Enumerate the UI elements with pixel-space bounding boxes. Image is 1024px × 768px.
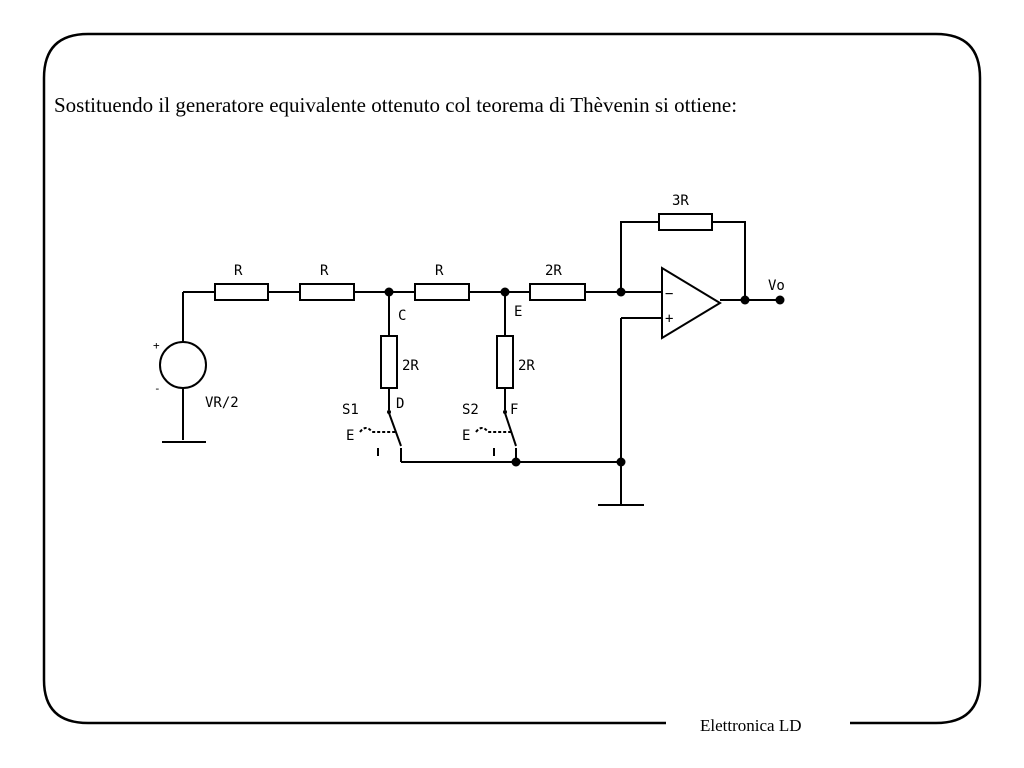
junction-c: [384, 287, 394, 297]
label-r1: R: [234, 263, 243, 279]
label-switch-1-control: E: [346, 428, 354, 444]
label-node-e: E: [514, 304, 522, 320]
resistor-r2: [299, 283, 355, 301]
label-source: VR/2: [205, 395, 239, 411]
label-r-shunt-e: 2R: [518, 358, 535, 374]
label-opamp-plus: +: [665, 311, 673, 327]
label-node-d: D: [396, 396, 404, 412]
resistor-feedback: [658, 213, 713, 231]
switch-2-pivot: [503, 410, 507, 414]
label-r2: R: [320, 263, 329, 279]
bottom-bus: [401, 317, 662, 505]
intro-text: Sostituendo il generatore equivalente ot…: [54, 93, 738, 117]
label-source-plus: +: [153, 339, 160, 352]
resistor-r3: [414, 283, 470, 301]
label-source-minus: -: [154, 382, 161, 395]
resistor-shunt-e: [496, 335, 514, 389]
voltage-source: [159, 341, 207, 389]
switch-1-actuator: [359, 427, 396, 433]
resistor-shunt-c: [380, 335, 398, 389]
label-output: Vo: [768, 278, 785, 294]
switch-2-blade: [493, 412, 517, 462]
label-r3: R: [435, 263, 444, 279]
junction-output: [740, 295, 750, 305]
label-r-shunt-c: 2R: [402, 358, 419, 374]
label-r4: 2R: [545, 263, 562, 279]
junction-inverting: [616, 287, 626, 297]
switch-1-pivot: [387, 410, 391, 414]
resistor-r4: [529, 283, 586, 301]
footer-text: Elettronica LD: [700, 716, 802, 735]
junction-e: [500, 287, 510, 297]
label-opamp-minus: −: [665, 286, 673, 302]
feedback-wire: [620, 221, 746, 300]
label-switch-1: S1: [342, 402, 359, 418]
label-node-c: C: [398, 308, 406, 324]
junction-bus: [616, 457, 626, 467]
opamp-symbol: [661, 266, 722, 340]
label-switch-2-control: E: [462, 428, 470, 444]
junction-bus-e: [511, 457, 521, 467]
terminal-vo: [775, 295, 785, 305]
label-r-feedback: 3R: [672, 193, 689, 209]
label-node-f: F: [510, 402, 518, 418]
switch-2-actuator: [475, 427, 512, 433]
switch-1-blade: [377, 412, 402, 462]
label-switch-2: S2: [462, 402, 479, 418]
resistor-r1: [214, 283, 269, 301]
